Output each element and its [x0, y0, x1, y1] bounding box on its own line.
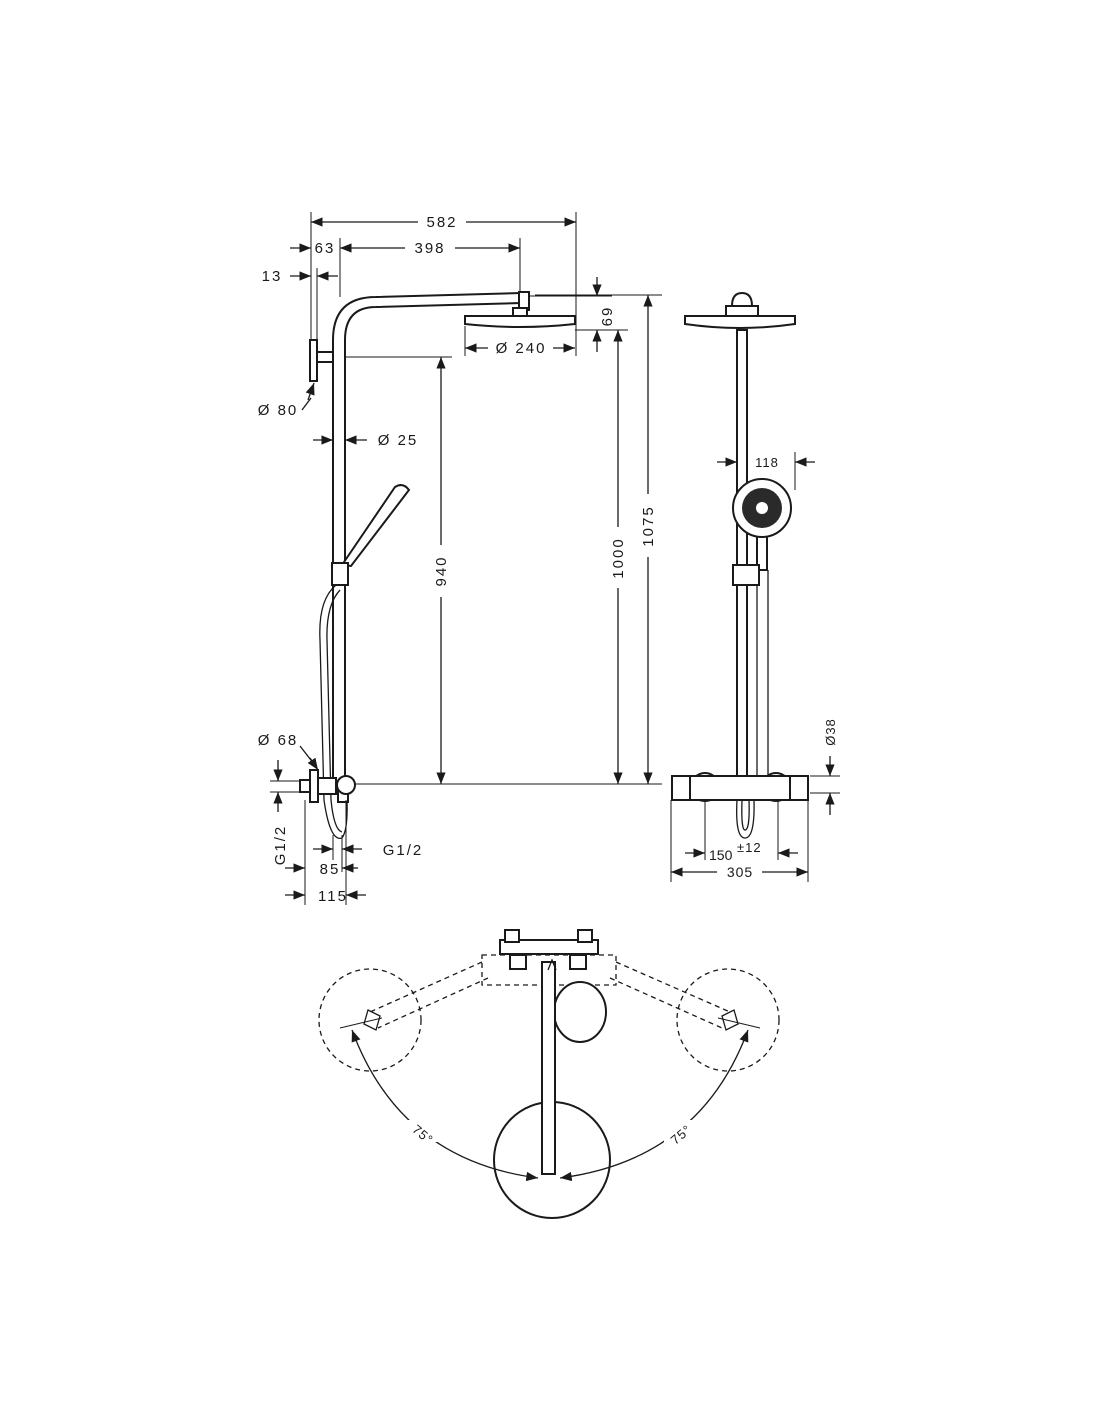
- top-view: 75° 75°: [318, 929, 780, 1219]
- overhead-shower-front: [684, 315, 796, 329]
- hose-side-inner: [326, 589, 343, 833]
- head-joint: [725, 305, 759, 317]
- dim-1000: 1000: [610, 537, 627, 578]
- dim-85: 85: [320, 861, 341, 878]
- dim-398: 398: [414, 240, 445, 257]
- hose-loop-front: [736, 799, 755, 839]
- handshower-top: [553, 981, 607, 1043]
- front-view: 118 Ø38 150 ±12 305: [670, 291, 840, 882]
- head-connector: [512, 307, 528, 317]
- wall-plate: [309, 339, 318, 382]
- dim-582: 582: [426, 214, 457, 231]
- dim-plate-diameter: Ø 80: [258, 402, 299, 419]
- dim-115: 115: [318, 888, 348, 905]
- wall-bar-top: [499, 939, 599, 955]
- side-view: 582 63 398 13 69 Ø 240 Ø 80 Ø 25 940: [258, 212, 662, 905]
- slider-front: [732, 564, 760, 586]
- dim-rail-diameter: Ø 25: [378, 432, 419, 449]
- dim-150-tolerance: ±12: [737, 840, 762, 855]
- dim-thermostat-diameter: Ø38: [823, 718, 838, 746]
- hand-shower-side: [340, 484, 411, 568]
- overhead-shower-side: [464, 315, 576, 328]
- dim-mixer-diameter: Ø 68: [258, 732, 299, 749]
- mixer-body-side: [317, 777, 337, 795]
- dim-69: 69: [598, 308, 615, 329]
- dim-63: 63: [315, 240, 336, 257]
- dim-940: 940: [433, 555, 450, 586]
- rail-front: [736, 329, 748, 777]
- swing-circle-right: [676, 968, 780, 1072]
- wall-bracket: [316, 351, 335, 363]
- thermostat-knob-side: [336, 775, 356, 795]
- dim-305: 305: [727, 864, 753, 880]
- dim-1075: 1075: [640, 505, 657, 546]
- dim-150: 150: [709, 847, 733, 863]
- swing-arm-right: [609, 961, 731, 1029]
- dim-118: 118: [755, 455, 779, 470]
- slider-side: [331, 562, 349, 586]
- mixer-escutcheon: [309, 769, 319, 803]
- hose-front: [756, 570, 769, 776]
- rail-top: [541, 961, 556, 1175]
- head-dome: [730, 291, 754, 307]
- mixer-body-top: [481, 954, 617, 986]
- dim-inlet-thread: G1/2: [272, 825, 289, 866]
- swing-arm-left: [369, 961, 489, 1029]
- dim-outlet-thread: G1/2: [383, 842, 424, 859]
- dim-head-diameter: Ø 240: [496, 340, 547, 357]
- thermostat-cover: [689, 775, 791, 801]
- dim-13: 13: [262, 268, 283, 285]
- inlet-stub: [299, 779, 311, 793]
- swing-circle-left: [318, 968, 422, 1072]
